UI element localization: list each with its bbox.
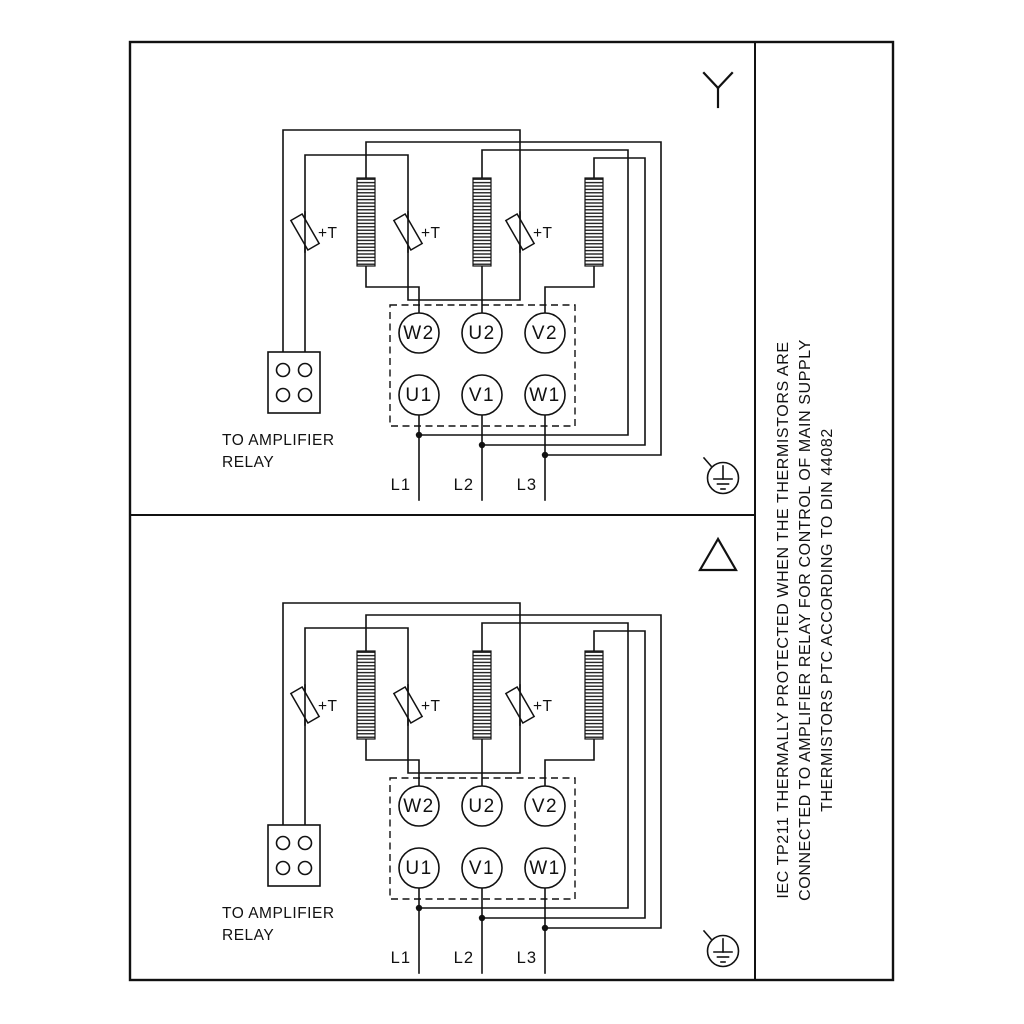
sidebar-note-line-3: THERMISTORS PTC ACCORDING TO DIN 44082 xyxy=(819,428,836,812)
thermistor-label: +T xyxy=(318,225,338,242)
terminal-label-v1: V1 xyxy=(469,385,495,406)
sidebar-note-line-1: IEC TP211 THERMALLY PROTECTED WHEN THE T… xyxy=(775,341,792,898)
terminal-block: W2 U2 V2 U1 V1 W1 xyxy=(389,304,576,427)
relay-contact xyxy=(297,387,313,403)
junction-dot xyxy=(415,431,423,439)
terminal-label-w1: W1 xyxy=(529,385,561,406)
terminal-label-v2: V2 xyxy=(532,323,558,344)
amplifier-relay-terminal-block xyxy=(267,824,321,887)
motor-winding-coil xyxy=(584,650,604,740)
terminal-w1 xyxy=(524,847,566,889)
motor-winding-coil xyxy=(584,177,604,267)
panel-star-connection: +T +T +T W2 U2 V2 U1 V1 W1 xyxy=(222,71,740,501)
thermistor-symbol: +T xyxy=(392,684,441,726)
terminal-u1 xyxy=(398,847,440,889)
terminal-label-w2: W2 xyxy=(403,323,435,344)
terminal-label-u1: U1 xyxy=(405,385,432,406)
relay-label-line2: RELAY xyxy=(222,454,274,471)
terminal-v2 xyxy=(524,785,566,827)
mains-label-l3: L3 xyxy=(517,476,537,494)
motor-winding-coil xyxy=(472,650,492,740)
motor-winding-coil xyxy=(356,177,376,267)
sidebar-note-line-2: CONNECTED TO AMPLIFIER RELAY FOR CONTROL… xyxy=(797,339,814,901)
junction-dot xyxy=(541,924,549,932)
mains-label-l2: L2 xyxy=(454,476,474,494)
terminal-label-w1: W1 xyxy=(529,858,561,879)
relay-box xyxy=(267,351,321,414)
star-connection-icon xyxy=(702,71,734,109)
terminal-v2 xyxy=(524,312,566,354)
terminal-w2 xyxy=(398,785,440,827)
motor-winding-coil xyxy=(472,177,492,267)
motor-winding-coil xyxy=(356,650,376,740)
relay-contact xyxy=(297,362,313,378)
relay-contact xyxy=(275,387,291,403)
relay-contact xyxy=(297,860,313,876)
junction-dot xyxy=(415,904,423,912)
panel-delta-connection: +T +T +T W2 U2 V2 U1 V1 W1 xyxy=(222,536,740,974)
relay-label-line1: TO AMPLIFIER xyxy=(222,905,335,922)
terminal-label-v2: V2 xyxy=(532,796,558,817)
relay-contact xyxy=(275,860,291,876)
wiring xyxy=(282,602,662,974)
sidebar-note: IEC TP211 THERMALLY PROTECTED WHEN THE T… xyxy=(775,339,836,901)
mains-label-l1: L1 xyxy=(391,476,411,494)
terminal-v1 xyxy=(461,847,503,889)
terminal-label-u2: U2 xyxy=(468,796,495,817)
relay-contact xyxy=(297,835,313,851)
terminal-u1 xyxy=(398,374,440,416)
terminal-u2 xyxy=(461,312,503,354)
thermistor-symbol: +T xyxy=(504,684,553,726)
amplifier-relay-terminal-block xyxy=(267,351,321,414)
terminal-w2 xyxy=(398,312,440,354)
junction-dot xyxy=(478,914,486,922)
thermistor-label: +T xyxy=(533,698,553,715)
thermistor-symbol: +T xyxy=(504,211,553,253)
thermistor-label: +T xyxy=(318,698,338,715)
thermistor-label: +T xyxy=(421,225,441,242)
terminal-label-u1: U1 xyxy=(405,858,432,879)
relay-label-line1: TO AMPLIFIER xyxy=(222,432,335,449)
terminal-label-v1: V1 xyxy=(469,858,495,879)
earth-ground-icon xyxy=(702,456,740,495)
relay-label-line2: RELAY xyxy=(222,927,274,944)
earth-ground-icon xyxy=(702,929,740,968)
delta-connection-icon xyxy=(698,536,738,572)
thermistor-symbol: +T xyxy=(289,211,338,253)
relay-contact xyxy=(275,362,291,378)
terminal-block-outline xyxy=(389,304,576,427)
terminal-u2 xyxy=(461,785,503,827)
terminal-block-outline xyxy=(389,777,576,900)
terminal-w1 xyxy=(524,374,566,416)
thermistor-symbol: +T xyxy=(289,684,338,726)
terminal-block: W2 U2 V2 U1 V1 W1 xyxy=(389,777,576,900)
thermistor-label: +T xyxy=(533,225,553,242)
terminal-label-w2: W2 xyxy=(403,796,435,817)
terminal-label-u2: U2 xyxy=(468,323,495,344)
terminal-v1 xyxy=(461,374,503,416)
relay-contact xyxy=(275,835,291,851)
thermistor-label: +T xyxy=(421,698,441,715)
mains-label-l1: L1 xyxy=(391,949,411,967)
junction-dot xyxy=(478,441,486,449)
diagram-border xyxy=(128,40,895,982)
mains-label-l3: L3 xyxy=(517,949,537,967)
thermistor-symbol: +T xyxy=(392,211,441,253)
mains-label-l2: L2 xyxy=(454,949,474,967)
relay-box xyxy=(267,824,321,887)
junction-dot xyxy=(541,451,549,459)
